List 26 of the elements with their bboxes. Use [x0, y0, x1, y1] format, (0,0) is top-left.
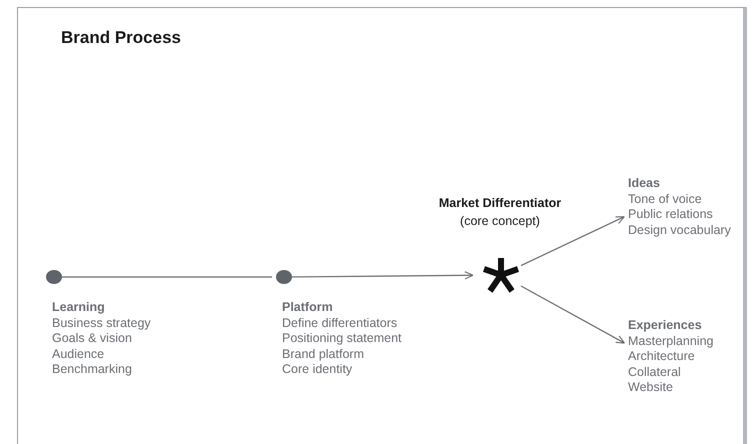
arrow	[520, 216, 625, 266]
list-item: Collateral	[628, 364, 682, 380]
group-heading: Ideas	[628, 176, 661, 192]
list-item: Tone of voice	[628, 192, 703, 207]
arrow	[520, 286, 626, 344]
list-item: Website	[628, 380, 674, 396]
list-item: Masterplanning	[628, 334, 714, 349]
stage-heading: Platform	[282, 300, 333, 316]
list-item: Positioning statement	[282, 331, 402, 346]
connector-line	[62, 276, 272, 278]
list-item: Design vocabulary	[628, 222, 732, 238]
list-item: Business strategy	[52, 316, 151, 331]
list-item: Audience	[52, 346, 104, 362]
list-item: Brand platform	[282, 346, 364, 362]
stage-heading: Learning	[52, 300, 105, 316]
stage-heading: Market Differentiator	[438, 196, 562, 212]
stage-subtitle: (core concept)	[460, 214, 540, 229]
list-item: Public relations	[628, 207, 714, 222]
list-item: Architecture	[628, 349, 696, 364]
list-item: Benchmarking	[52, 362, 132, 378]
group-heading: Experiences	[628, 318, 703, 334]
diagram-title: Brand Process	[61, 27, 181, 49]
list-item: Define differentiators	[282, 316, 398, 331]
list-item: Core identity	[282, 362, 352, 378]
list-item: Goals & vision	[52, 331, 132, 346]
arrow	[292, 271, 474, 280]
